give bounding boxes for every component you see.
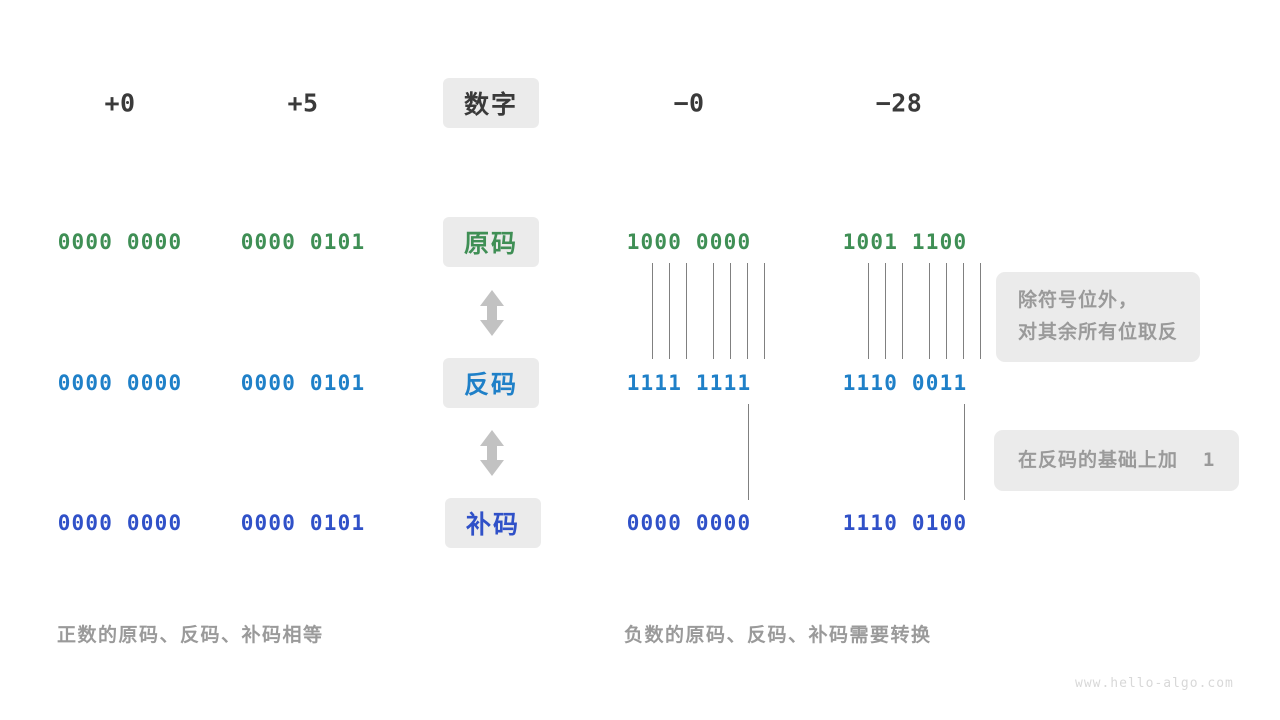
tick-invert-neg-zero-b4 [713, 263, 714, 359]
bits-sign-magnitude-pos-zero: 0000 0000 [57, 230, 183, 254]
bits-sign-magnitude-pos-five: 0000 0101 [240, 230, 366, 254]
tick-invert-neg-zero-b5 [730, 263, 731, 359]
tick-invert-neg-28-b5 [946, 263, 947, 359]
header-value-pos-five: +5 [287, 88, 319, 118]
row-label-ones-complement: 反码 [443, 358, 539, 408]
row-label-twos-complement: 补码 [445, 498, 541, 548]
tick-invert-neg-28-b7 [980, 263, 981, 359]
tick-invert-neg-zero-b1 [652, 263, 653, 359]
tick-invert-neg-zero-b2 [669, 263, 670, 359]
tick-invert-neg-zero-b7 [764, 263, 765, 359]
bits-twos-complement-pos-zero: 0000 0000 [57, 511, 183, 535]
tick-invert-neg-28-b6 [963, 263, 964, 359]
tick-invert-neg-28-b1 [868, 263, 869, 359]
header-value-pos-zero: +0 [104, 88, 136, 118]
watermark: www.hello-algo.com [1075, 676, 1234, 691]
bits-ones-complement-pos-five: 0000 0101 [240, 371, 366, 395]
tick-invert-neg-28-b4 [929, 263, 930, 359]
arrow-sign-magnitude-to-ones-complement [475, 288, 509, 338]
note-add-one-value: 1 [1202, 449, 1216, 471]
header-value-neg-twentyeight: −28 [875, 88, 923, 118]
note-invert-bits-line2: 对其余所有位取反 [1018, 322, 1179, 343]
tick-addone-neg-28-lsb [964, 404, 965, 500]
tick-invert-neg-28-b3 [902, 263, 903, 359]
bits-sign-magnitude-neg-twentyeight: 1001 1100 [842, 230, 968, 254]
bits-twos-complement-neg-twentyeight: 1110 0100 [842, 511, 968, 535]
bits-sign-magnitude-neg-zero: 1000 0000 [626, 230, 752, 254]
row-label-sign-magnitude: 原码 [443, 217, 539, 267]
tick-invert-neg-28-b2 [885, 263, 886, 359]
tick-invert-neg-zero-b6 [747, 263, 748, 359]
note-add-one-text: 在反码的基础上加 [1018, 450, 1179, 471]
caption-negative-numbers: 负数的原码、反码、补码需要转换 [624, 625, 932, 646]
note-add-one: 在反码的基础上加 1 [994, 430, 1240, 491]
bits-ones-complement-pos-zero: 0000 0000 [57, 371, 183, 395]
row-label-number: 数字 [443, 78, 539, 128]
bits-ones-complement-neg-twentyeight: 1110 0011 [842, 371, 968, 395]
tick-addone-neg-zero-lsb [748, 404, 749, 500]
tick-invert-neg-zero-b3 [686, 263, 687, 359]
arrow-ones-complement-to-twos-complement [475, 428, 509, 478]
note-invert-bits-line1: 除符号位外， [1018, 290, 1139, 311]
caption-positive-numbers: 正数的原码、反码、补码相等 [57, 625, 324, 646]
bits-twos-complement-neg-zero: 0000 0000 [626, 511, 752, 535]
bits-ones-complement-neg-zero: 1111 1111 [626, 371, 752, 395]
header-value-neg-zero: −0 [673, 88, 705, 118]
note-invert-bits: 除符号位外， 对其余所有位取反 [996, 272, 1201, 362]
bits-twos-complement-pos-five: 0000 0101 [240, 511, 366, 535]
